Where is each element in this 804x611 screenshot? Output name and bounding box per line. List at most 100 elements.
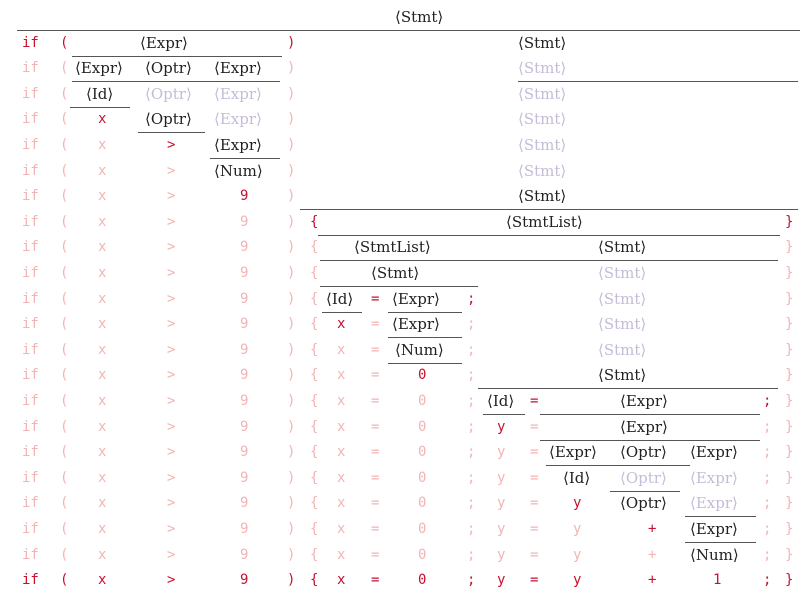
terminal-assign: = <box>371 521 380 537</box>
nonterminal-expr: ⟨Expr⟩ <box>214 136 262 154</box>
nonterminal-num: ⟨Num⟩ <box>395 340 444 359</box>
terminal-num-0: 0 <box>418 393 427 409</box>
nonterminal-stmtlist: ⟨StmtList⟩ <box>506 212 583 231</box>
terminal-lbrace: { <box>310 316 319 333</box>
terminal-semi: ; <box>763 572 772 589</box>
derivation-underline <box>388 337 462 339</box>
nonterminal-id: ⟨Id⟩ <box>563 468 591 487</box>
terminal-gt: > <box>167 495 176 512</box>
nonterminal-expr: ⟨Expr⟩ <box>620 417 668 436</box>
terminal-rparen: ) <box>287 341 296 358</box>
terminal-num-9: 9 <box>240 367 249 384</box>
terminal-semi: ; <box>467 341 476 358</box>
terminal-var-x: x <box>98 495 107 512</box>
terminal-semi: ; <box>467 316 476 333</box>
terminal-gt: > <box>167 188 176 205</box>
nonterminal-expr: ⟨Expr⟩ <box>75 59 123 78</box>
terminal-var-y: y <box>497 572 506 589</box>
nonterminal-id: ⟨Id⟩ <box>326 289 354 308</box>
terminal-lparen: ( <box>60 546 69 563</box>
terminal-lparen: ( <box>60 213 69 230</box>
terminal-lparen: ( <box>60 137 69 153</box>
terminal-var-y: y <box>497 521 506 537</box>
terminal-var-x: x <box>98 265 107 281</box>
terminal-num-9: 9 <box>240 239 249 256</box>
nonterminal-optr: ⟨Optr⟩ <box>620 494 667 513</box>
terminal-assign: = <box>530 469 539 486</box>
terminal-lparen: ( <box>60 495 69 512</box>
nonterminal-id: ⟨Id⟩ <box>86 84 114 103</box>
nonterminal-expr: ⟨Expr⟩ <box>214 110 262 129</box>
terminal-gt: > <box>167 316 176 333</box>
nonterminal-expr: ⟨Expr⟩ <box>690 443 738 462</box>
terminal-lbrace: { <box>310 239 319 256</box>
terminal-semi: ; <box>467 495 476 512</box>
terminal-gt: > <box>167 367 176 384</box>
terminal-num-9: 9 <box>240 521 249 537</box>
terminal-var-x: x <box>337 495 346 512</box>
terminal-rparen: ) <box>287 469 296 486</box>
nonterminal-stmt: ⟨Stmt⟩ <box>395 8 444 26</box>
nonterminal-stmt: ⟨Stmt⟩ <box>598 315 647 334</box>
terminal-rbrace: } <box>785 316 794 333</box>
terminal-rparen: ) <box>287 521 296 537</box>
terminal-var-y: y <box>497 546 506 563</box>
terminal-gt: > <box>167 137 176 153</box>
derivation-underline <box>540 439 760 441</box>
nonterminal-expr: ⟨Expr⟩ <box>392 289 440 308</box>
nonterminal-expr: ⟨Expr⟩ <box>549 443 597 462</box>
terminal-assign: = <box>371 546 380 563</box>
terminal-rparen: ) <box>287 572 296 589</box>
terminal-var-x: x <box>337 316 346 333</box>
terminal-lbrace: { <box>310 341 319 358</box>
terminal-var-x: x <box>98 444 107 461</box>
terminal-var-x: x <box>98 213 107 230</box>
terminal-lparen: ( <box>60 521 69 537</box>
derivation-underline <box>388 311 462 313</box>
terminal-if: if <box>22 521 39 537</box>
terminal-var-x: x <box>337 546 346 563</box>
terminal-var-y: y <box>573 572 582 589</box>
nonterminal-id: ⟨Id⟩ <box>487 392 515 410</box>
terminal-lparen: ( <box>60 162 69 179</box>
terminal-num-9: 9 <box>240 572 249 589</box>
terminal-assign: = <box>371 367 380 384</box>
terminal-gt: > <box>167 290 176 307</box>
terminal-num-0: 0 <box>418 521 427 537</box>
terminal-lparen: ( <box>60 444 69 461</box>
terminal-rparen: ) <box>287 495 296 512</box>
terminal-semi: ; <box>467 393 476 409</box>
terminal-var-x: x <box>337 444 346 461</box>
terminal-var-y: y <box>497 495 506 512</box>
terminal-if: if <box>22 213 39 230</box>
terminal-semi: ; <box>467 444 476 461</box>
terminal-var-y: y <box>573 495 582 512</box>
terminal-rbrace: } <box>785 546 794 563</box>
terminal-var-x: x <box>337 341 346 358</box>
terminal-lbrace: { <box>310 546 319 563</box>
terminal-rparen: ) <box>287 444 296 461</box>
terminal-var-x: x <box>98 341 107 358</box>
terminal-lparen: ( <box>60 60 69 77</box>
terminal-var-x: x <box>337 418 346 435</box>
terminal-num-9: 9 <box>240 188 249 205</box>
terminal-lbrace: { <box>310 393 319 409</box>
terminal-if: if <box>22 495 39 512</box>
terminal-plus: + <box>648 546 657 563</box>
terminal-lbrace: { <box>310 495 319 512</box>
nonterminal-expr: ⟨Expr⟩ <box>214 59 262 78</box>
terminal-gt: > <box>167 239 176 256</box>
terminal-rparen: ) <box>287 418 296 435</box>
nonterminal-optr: ⟨Optr⟩ <box>620 468 667 487</box>
terminal-if: if <box>22 572 39 589</box>
terminal-var-x: x <box>98 162 107 179</box>
terminal-rbrace: } <box>785 572 794 589</box>
terminal-semi: ; <box>467 521 476 537</box>
terminal-rbrace: } <box>785 290 794 307</box>
terminal-lparen: ( <box>60 290 69 307</box>
terminal-if: if <box>22 162 39 179</box>
terminal-var-y: y <box>573 546 582 563</box>
terminal-assign: = <box>530 418 539 435</box>
nonterminal-stmt: ⟨Stmt⟩ <box>518 110 567 129</box>
terminal-var-x: x <box>98 316 107 333</box>
